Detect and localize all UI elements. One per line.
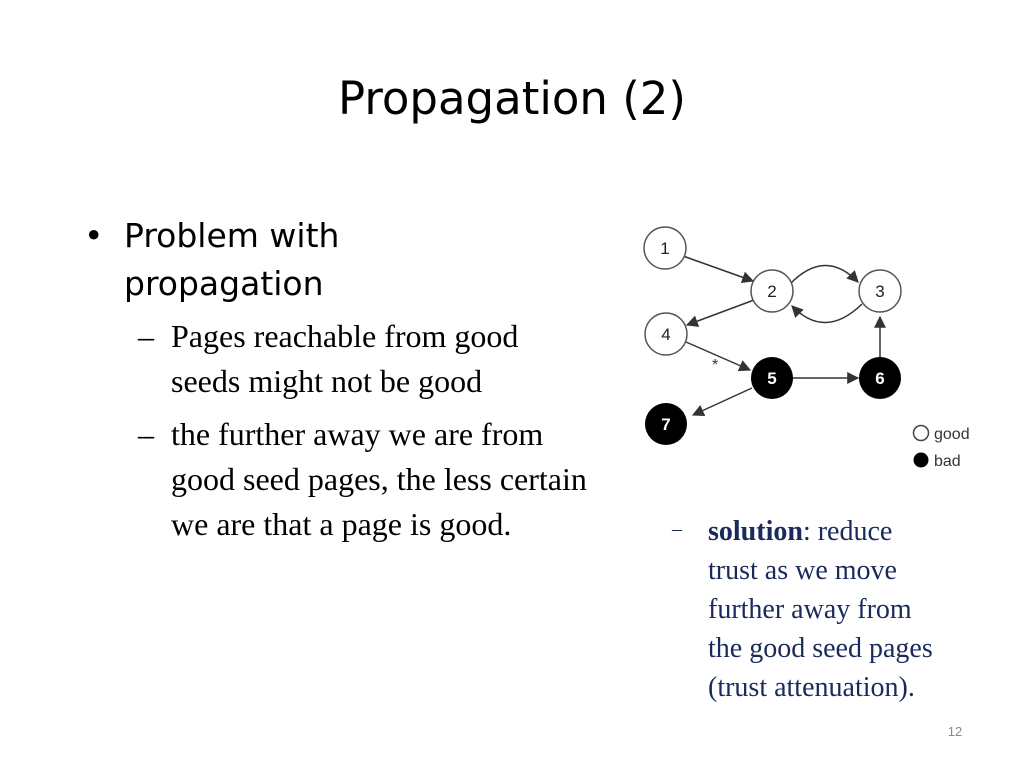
edge-1-2 (682, 255, 755, 284)
bullet-main: • Problem with propagation (84, 212, 604, 308)
sub-bullet-1: – Pages reachable from good seeds might … (138, 314, 604, 404)
bullet-list: • Problem with propagation – Pages reach… (84, 212, 604, 547)
solution-text: solution: reduce trust as we move furthe… (708, 512, 942, 707)
sub-bullet-2: – the further away we are from good seed… (138, 412, 604, 547)
edge-2-4 (685, 299, 755, 327)
bullet-main-text: Problem with propagation (124, 216, 340, 303)
node-4: 4 (644, 312, 688, 356)
node-7-label: 7 (661, 415, 670, 434)
node-6: 6 (859, 357, 901, 399)
sub-bullet-2-text: the further away we are from good seed p… (171, 416, 587, 542)
node-3: 3 (858, 269, 902, 313)
dash-marker: – (672, 518, 682, 540)
node-7: 7 (645, 403, 687, 445)
legend: good bad (912, 424, 970, 470)
bullet-marker: • (84, 216, 104, 255)
edge-2-3 (789, 264, 859, 285)
solution-keyword: solution (708, 516, 803, 547)
node-4-label: 4 (661, 325, 670, 344)
slide-title: Propagation (2) (338, 72, 686, 125)
legend-good-label: good (934, 426, 970, 443)
node-1: 1 (643, 226, 687, 270)
page-number: 12 (947, 724, 963, 739)
dash-marker: – (138, 318, 154, 354)
node-5-label: 5 (767, 369, 776, 388)
legend-bad-swatch (913, 452, 929, 468)
node-2-label: 2 (767, 282, 776, 301)
edge-4-5-label: * (712, 357, 718, 374)
edge-3-2 (791, 303, 863, 324)
node-1-label: 1 (660, 239, 669, 258)
legend-good-swatch (912, 424, 930, 442)
node-6-label: 6 (875, 369, 884, 388)
node-5: 5 (751, 357, 793, 399)
legend-bad-label: bad (934, 453, 961, 470)
edge-4-5 (685, 341, 752, 372)
sub-bullet-1-text: Pages reachable from good seeds might no… (171, 318, 519, 399)
node-2: 2 (750, 269, 794, 313)
dash-marker: – (138, 416, 154, 452)
trust-graph-diagram: * 1 2 3 4 5 6 7 (643, 226, 970, 470)
solution-note: – solution: reduce trust as we move furt… (672, 512, 942, 707)
edge-5-7 (691, 387, 753, 416)
node-3-label: 3 (875, 282, 884, 301)
solution-body: : reduce trust as we move further away f… (708, 516, 933, 703)
